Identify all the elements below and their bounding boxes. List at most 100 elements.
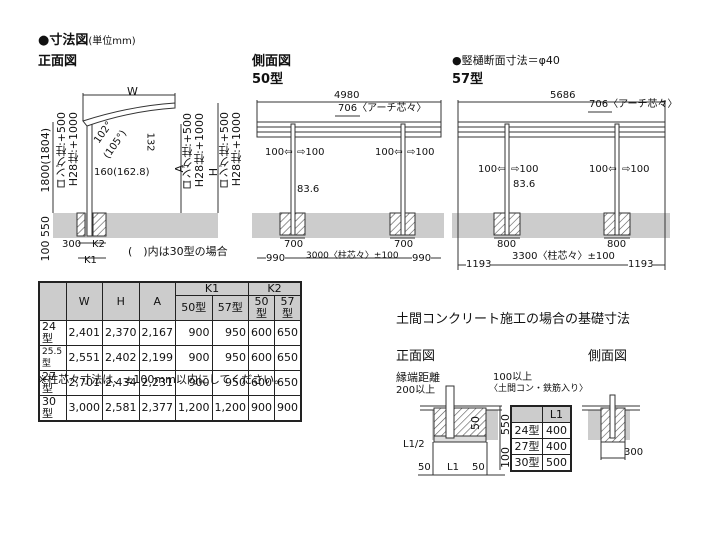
front-dim-132: 132 [144, 132, 156, 152]
side50-over1: 990 [266, 253, 286, 264]
front-h28-col: H28柱:+1000 [67, 112, 80, 187]
front-footing-right [92, 212, 107, 237]
side57-foot2: 800 [607, 239, 627, 250]
cell: 900 [175, 345, 213, 371]
side57-post-left [504, 123, 510, 236]
edge-distance-value: 200以上 [396, 385, 436, 396]
side50-pitch: 3000〈柱芯々〉±100 [306, 251, 399, 261]
side57-pitch: 3300〈柱芯々〉±100 [512, 251, 615, 262]
side57-total: 5686 [550, 90, 576, 101]
cell: 2,401 [65, 320, 103, 346]
front-footing-left [76, 212, 86, 237]
side57-ground [452, 213, 670, 238]
cell: 27型 [510, 438, 543, 455]
slab-note: 〈土間コン・鉄筋入り〉 [489, 384, 589, 394]
cell: 3,000 [65, 395, 103, 422]
slab-thickness: 100以上 [493, 372, 533, 383]
side50-model: 50型 [252, 72, 284, 87]
col-k2: K2 [248, 281, 302, 296]
front-a-h28: H28柱:+1000 [193, 113, 206, 188]
front-w-label: W [127, 85, 138, 98]
side57-roof [457, 121, 666, 138]
cell: 1,200 [175, 395, 213, 422]
col-a: A [138, 281, 176, 321]
side57-left-l: 100⇦ [478, 164, 506, 175]
front-h-long: ロング柱:+500 [218, 112, 231, 190]
cell: 900 [248, 395, 275, 422]
front-view-title: 正面図 [38, 54, 78, 69]
cell: 24型 [38, 320, 67, 346]
dim-l1: L1 [447, 462, 459, 473]
front-a-long: ロング柱:+500 [181, 113, 194, 191]
cell: 600 [248, 345, 275, 371]
dim-50-vertical: 50 [469, 416, 482, 430]
unit-text: (単位mm) [88, 36, 136, 47]
col-k1: K1 [175, 281, 249, 296]
front-roof [82, 102, 176, 127]
front-long-col: ロング柱:+500 [55, 112, 68, 190]
cell: 2,199 [138, 345, 176, 371]
side57-over1: 1193 [466, 259, 492, 270]
cell: 950 [211, 345, 249, 371]
side50-total: 4980 [334, 90, 360, 101]
side57-title: ●竪樋断面寸法＝φ40 [452, 54, 560, 67]
side50-post-right [400, 123, 406, 236]
side50-gutter: 83.6 [297, 184, 320, 195]
side50-foot2: 700 [394, 239, 414, 250]
cell: 2,701 [65, 370, 103, 396]
side57-model: 57型 [452, 72, 484, 87]
side57-post-right [614, 123, 620, 236]
foundation-front-post [445, 385, 455, 439]
foundation-side-title: 側面図 [588, 349, 628, 364]
cell: 650 [274, 345, 302, 371]
front-post [86, 123, 93, 237]
cell: 600 [248, 370, 275, 396]
front-dim-160: 160(162.8) [94, 167, 150, 178]
side57-foot1: 800 [497, 239, 517, 250]
cell: 2,377 [138, 395, 176, 422]
cell: 24型 [510, 422, 543, 439]
edge-distance-label: 縁端距離 [396, 371, 440, 384]
cell: 600 [248, 320, 275, 346]
cell: 30型 [510, 454, 543, 472]
foundation-front-title: 正面図 [396, 349, 436, 364]
side50-right-l: 100⇦ [375, 147, 403, 158]
front-h-h28: H28柱:+1000 [230, 112, 243, 187]
cell: 2,167 [138, 320, 176, 346]
cell: 2,231 [138, 370, 176, 396]
cell: 500 [542, 454, 572, 472]
dim-300: 300 [624, 447, 644, 458]
side50-title: 側面図 [252, 54, 292, 69]
foundation-title: 土間コンクリート施工の場合の基礎寸法 [396, 312, 631, 327]
side50-over2: 990 [412, 253, 432, 264]
cell: 1,200 [211, 395, 249, 422]
dim-50-a: 50 [418, 462, 431, 473]
cell: 2,402 [102, 345, 140, 371]
col-h: H [102, 281, 140, 321]
cell: 650 [274, 370, 302, 396]
side57-arch: 706〈アーチ芯々〉 [589, 99, 678, 110]
col-k2-50: 50型 [248, 295, 275, 321]
front-note: ( )内は30型の場合 [128, 245, 228, 258]
cell: 2,581 [102, 395, 140, 422]
side50-roof [256, 121, 442, 138]
side50-right-r: ⇨100 [407, 147, 435, 158]
cell: 2,551 [65, 345, 103, 371]
cell: 650 [274, 320, 302, 346]
cell: 900 [175, 320, 213, 346]
cell: 950 [211, 370, 249, 396]
front-k2: K2 [92, 239, 105, 250]
dim-50-b: 50 [472, 462, 485, 473]
col-k1-57: 57型 [211, 295, 249, 321]
side50-left-r: ⇨100 [297, 147, 325, 158]
front-height-left: 1800(1804) [39, 128, 52, 193]
side57-left-r: ⇨100 [511, 164, 539, 175]
